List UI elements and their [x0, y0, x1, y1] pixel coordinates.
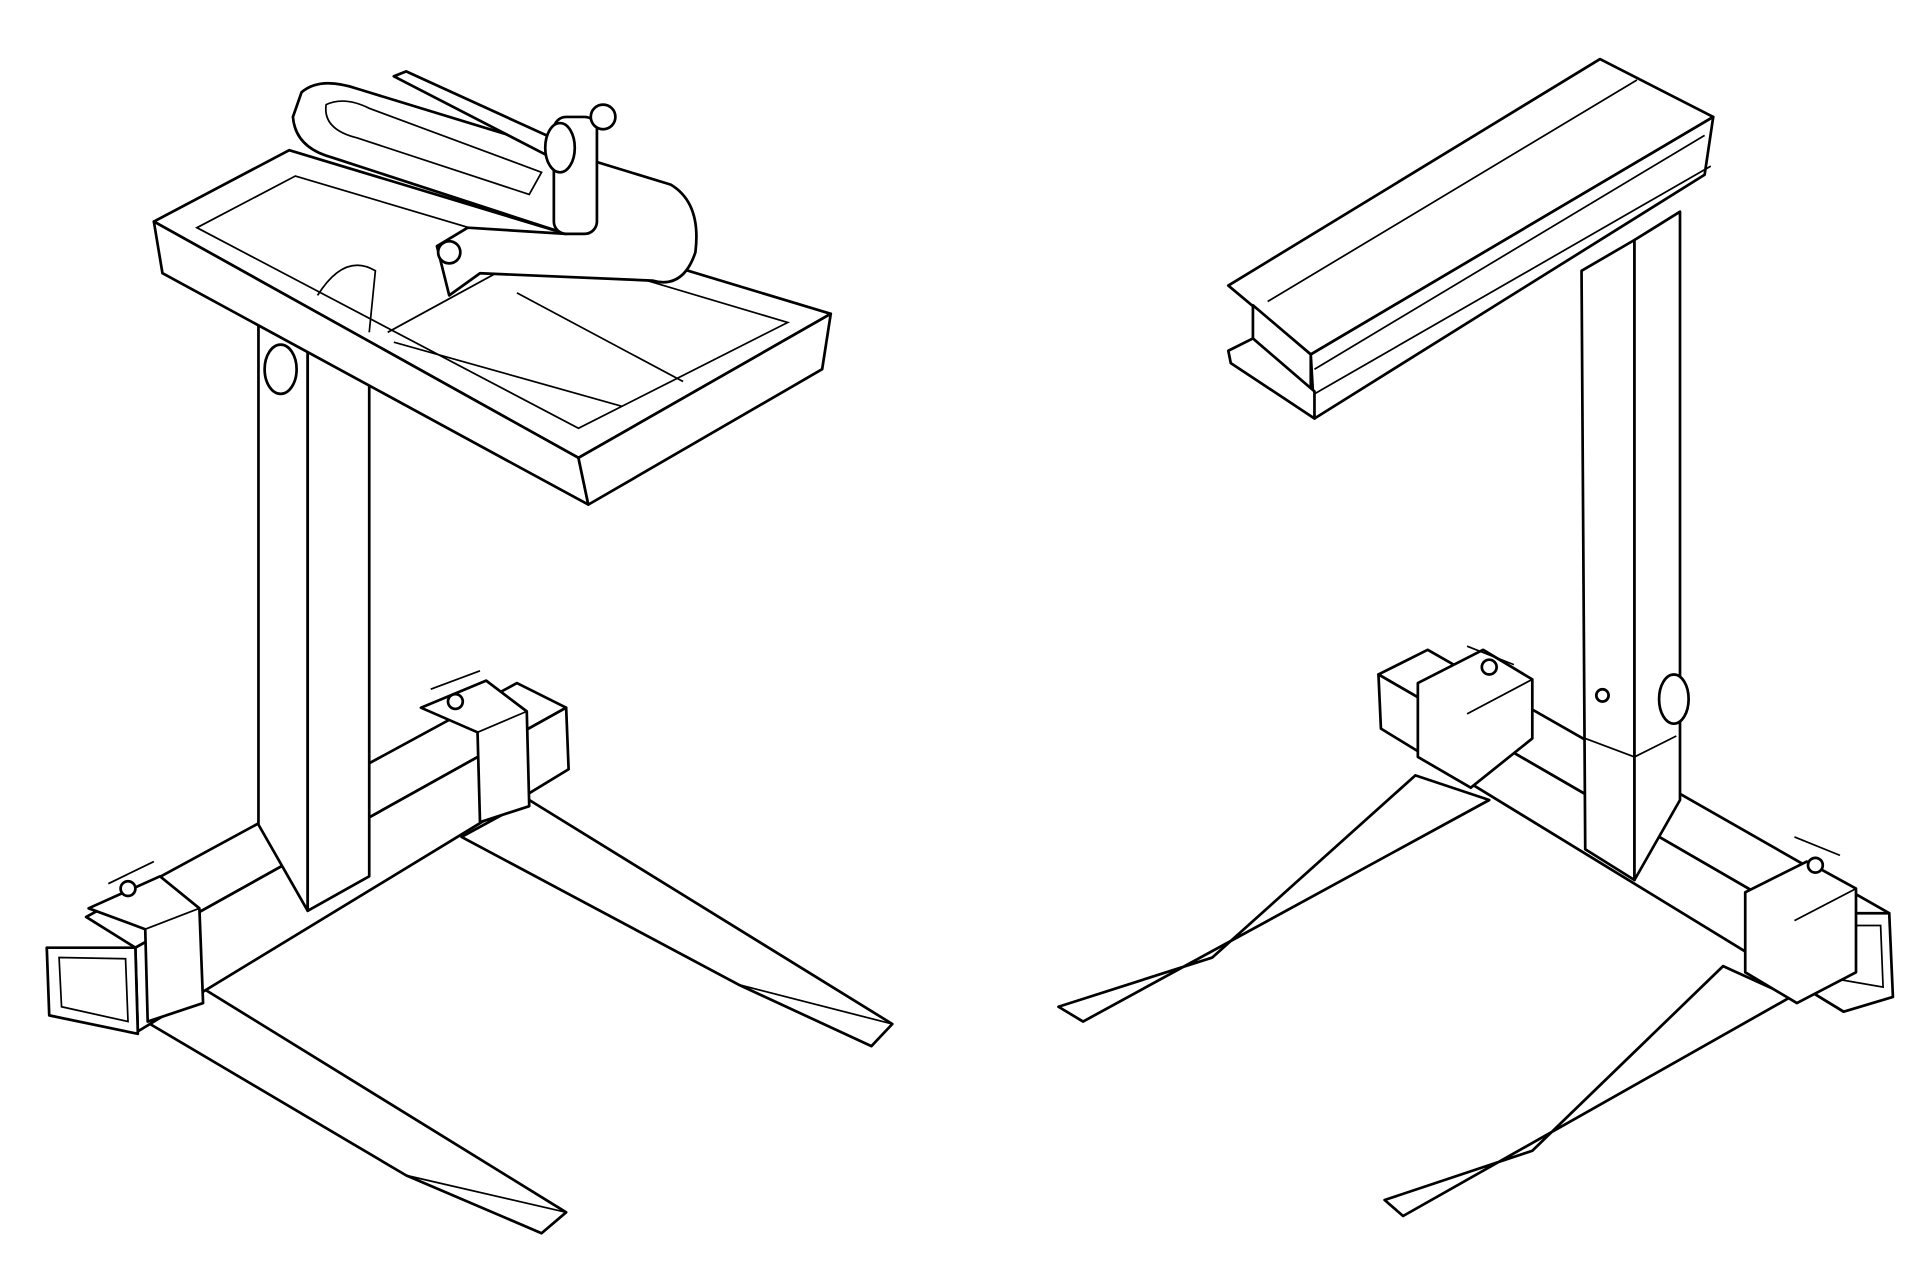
- right-fork-clamp-front: [1743, 860, 1858, 1005]
- pallet-fork-left: [45, 70, 894, 1235]
- left-fork-lifting-arm: [291, 82, 698, 297]
- right-fork-post-front: [1580, 238, 1636, 882]
- right-fork-front-tine: [1383, 964, 1793, 1218]
- left-fork-rear-tine: [460, 798, 894, 1048]
- left-fork-post-side: [257, 321, 310, 913]
- left-fork-shackle-icon: [263, 343, 298, 396]
- right-fork-clamp-rear: [1416, 648, 1534, 790]
- right-fork-rear-tine: [1057, 774, 1491, 1023]
- left-fork-tray-right: [577, 312, 833, 506]
- left-fork-front-tine: [134, 983, 568, 1235]
- left-fork-tube-end: [45, 946, 140, 1036]
- pallet-fork-right: [1057, 57, 1895, 1218]
- right-fork-shackle-icon: [1657, 673, 1690, 726]
- right-fork-post-side: [1633, 210, 1682, 882]
- left-fork-post-front: [306, 349, 371, 913]
- right-fork-beam-bottom-flange: [1226, 337, 1316, 420]
